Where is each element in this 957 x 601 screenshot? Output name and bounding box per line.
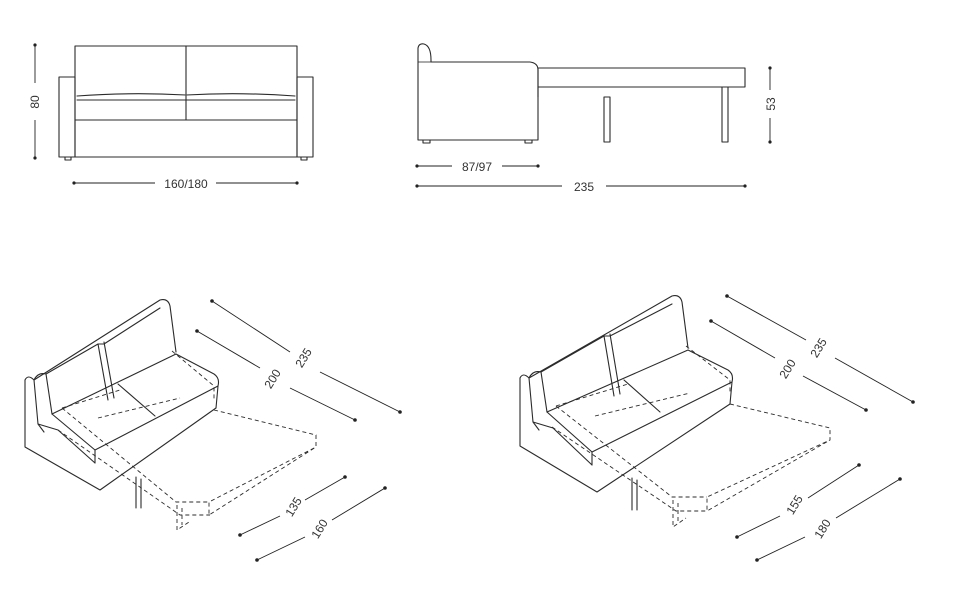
side-seat-depth-label: 87/97 <box>462 160 492 174</box>
iso-left-length-outer-label: 235 <box>292 345 315 370</box>
iso-right-width-outer-dimension: 180 <box>755 477 902 562</box>
iso-left-length-inner-label: 200 <box>261 366 284 391</box>
iso-left-width-outer-dimension: 160 <box>255 486 387 562</box>
iso-right-width-inner-label: 155 <box>783 492 806 517</box>
front-width-dimension: 160/180 <box>72 177 299 191</box>
iso-right-length-outer-dimension: 235 <box>725 294 915 404</box>
iso-right-length-outer-label: 235 <box>807 335 830 360</box>
front-height-dimension: 80 <box>28 43 42 160</box>
iso-left-width-inner-label: 135 <box>282 494 305 519</box>
front-height-label: 80 <box>28 95 42 109</box>
side-total-length-dimension: 235 <box>415 180 747 194</box>
side-height-label: 53 <box>764 97 778 111</box>
front-view <box>58 45 314 161</box>
iso-left-length-outer-dimension: 235 <box>210 299 402 414</box>
iso-left-width-outer-label: 160 <box>308 516 331 541</box>
iso-left-width-inner-dimension: 135 <box>238 475 347 537</box>
iso-right-width-outer-label: 180 <box>811 516 834 541</box>
side-view <box>417 43 746 144</box>
isometric-view-left <box>24 299 317 531</box>
iso-right-length-inner-label: 200 <box>776 356 799 381</box>
iso-right-length-inner-dimension: 200 <box>709 319 868 412</box>
side-height-dimension: 53 <box>764 66 778 144</box>
side-seat-depth-dimension: 87/97 <box>415 160 540 174</box>
isometric-view-right <box>519 295 831 528</box>
front-width-label: 160/180 <box>164 177 208 191</box>
iso-right-width-inner-dimension: 155 <box>735 463 861 539</box>
side-total-length-label: 235 <box>574 180 594 194</box>
